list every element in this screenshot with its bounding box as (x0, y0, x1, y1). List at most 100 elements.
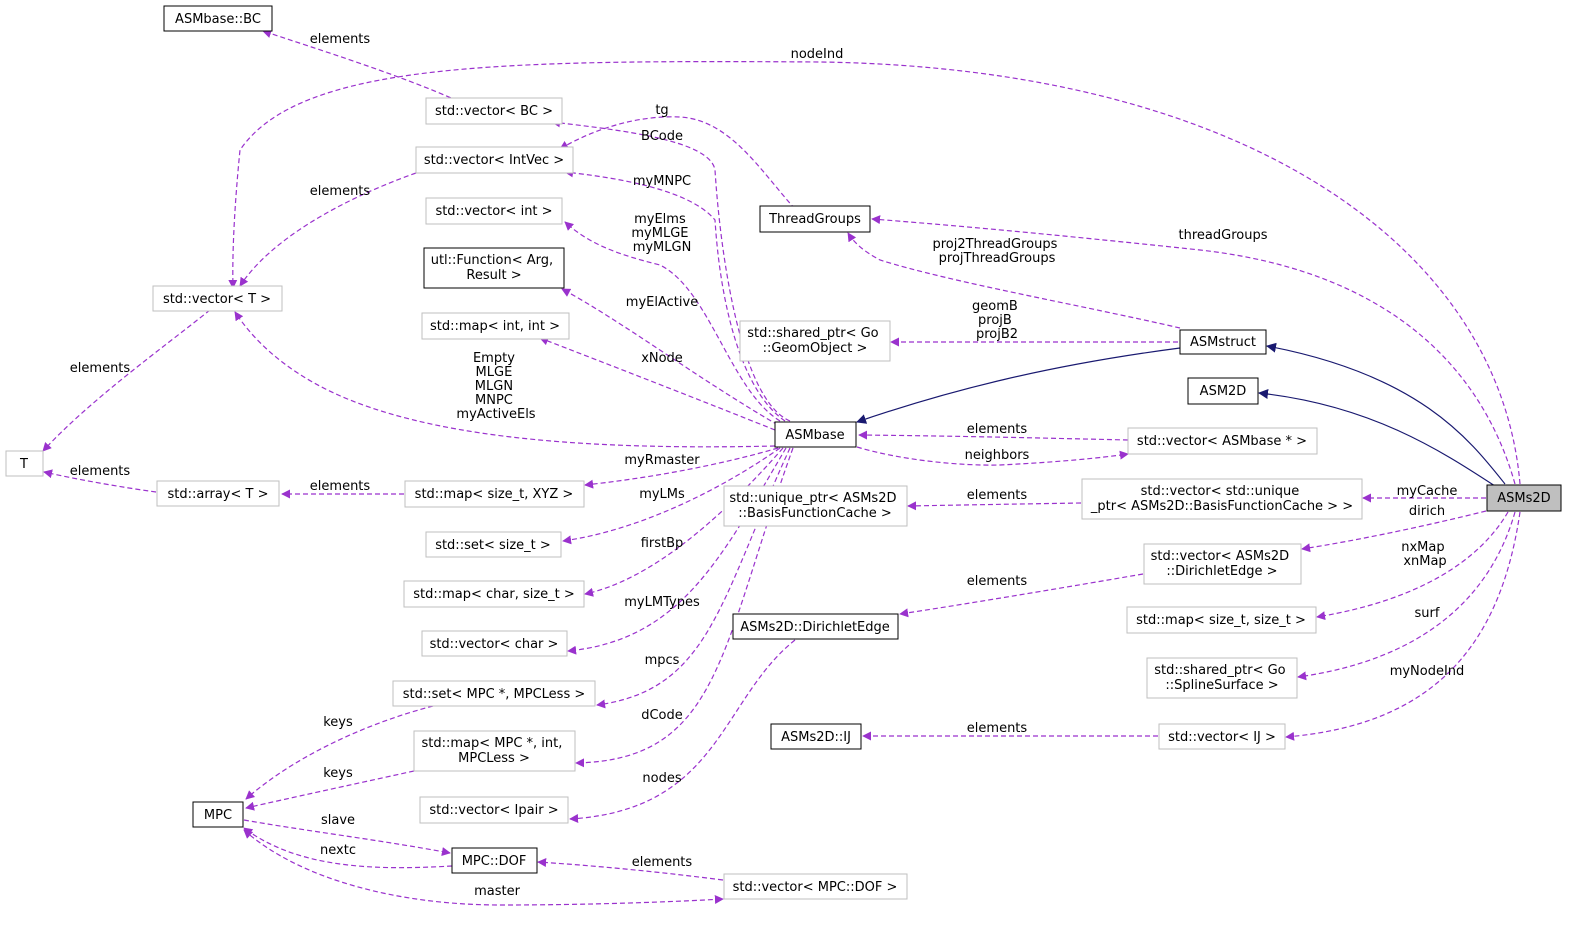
node-vector-ipair[interactable]: std::vector< Ipair > (419, 796, 569, 824)
svg-text:ASMbase::BC: ASMbase::BC (175, 12, 261, 27)
svg-text:std::array< T >: std::array< T > (168, 487, 269, 502)
node-map-mpc-int-mpcless[interactable]: std::map< MPC *, int, MPCLess > (413, 730, 576, 772)
edge-label: myLMs (639, 487, 685, 502)
edge-inherit-asms2d-to-asmstruct (1266, 342, 1506, 485)
edge-label: elements (632, 855, 693, 870)
node-vector-ij[interactable]: std::vector< IJ > (1158, 723, 1286, 750)
svg-text:ASMbase: ASMbase (785, 428, 844, 443)
node-t[interactable]: T (5, 450, 44, 477)
edge-label: myLMTypes (624, 595, 700, 610)
edge-label: threadGroups (1179, 228, 1268, 243)
node-map-sizet-sizet[interactable]: std::map< size_t, size_t > (1126, 606, 1317, 634)
edge-label: surf (1415, 606, 1440, 621)
node-map-int-int[interactable]: std::map< int, int > (421, 312, 570, 340)
edge-label: Empty MLGE MLGN MNPC myActiveEls (456, 351, 535, 422)
node-asms2d[interactable]: ASMs2D (1486, 484, 1562, 512)
node-array-t[interactable]: std::array< T > (156, 480, 280, 507)
svg-text:T: T (19, 457, 28, 472)
node-map-char-sizet[interactable]: std::map< char, size_t > (403, 580, 585, 608)
svg-text:utl::Function< Arg, Re: utl::Function< Arg, Result > (431, 253, 558, 283)
edge-label: myElActive (626, 295, 698, 310)
node-asm2d[interactable]: ASM2D (1187, 377, 1259, 405)
edge-bcode: BCode (551, 118, 791, 422)
edge-label: myRmaster (624, 453, 700, 468)
svg-text:std::vector< IntVec >: std::vector< IntVec > (424, 153, 564, 168)
svg-text:ASMs2D::DirichletEdge: ASMs2D::DirichletEdge (740, 620, 890, 635)
svg-text:std::map< size_t, XYZ >: std::map< size_t, XYZ > (415, 487, 574, 502)
edge-xnode: xNode (539, 336, 776, 431)
edge-label: myNodeInd (1390, 664, 1465, 679)
svg-text:std::vector< char >: std::vector< char > (430, 637, 559, 652)
edge-label: elements (70, 361, 131, 376)
edge-elements-vec-t-to-t: elements (42, 309, 211, 452)
svg-text:ASMstruct: ASMstruct (1190, 335, 1256, 350)
node-vector-bc[interactable]: std::vector< BC > (425, 97, 563, 125)
edge-label: dCode (641, 708, 683, 723)
node-vector-mpc-dof[interactable]: std::vector< MPC::DOF > (723, 873, 908, 900)
edge-nodeInd: nodeInd (228, 47, 1521, 485)
edge-label: geomB projB projB2 (972, 299, 1022, 342)
svg-text:std::vector< MPC::DOF >: std::vector< MPC::DOF > (733, 880, 898, 895)
edge-elements-dirichletedge: elements (899, 573, 1144, 618)
svg-text:std::map< size_t, size_t >: std::map< size_t, size_t > (1136, 613, 1306, 628)
edge-myrmaster: myRmaster (584, 447, 779, 489)
edge-empty-mlge-mlgn-mnpc-myactiveels: Empty MLGE MLGN MNPC myActiveEls (234, 311, 776, 448)
edge-myelactive: myElActive (561, 288, 779, 426)
edge-label: myMNPC (633, 174, 691, 189)
edge-label: elements (967, 488, 1028, 503)
node-asmbase[interactable]: ASMbase (774, 421, 857, 448)
node-set-sizet[interactable]: std::set< size_t > (425, 531, 562, 558)
edge-myelms-mymlge-mymlgn: myElms myMLGE myMLGN (564, 212, 781, 422)
edge-mynodeind: myNodeInd (1285, 511, 1521, 741)
svg-text:ThreadGroups: ThreadGroups (768, 212, 861, 227)
node-set-mpc-mpcless[interactable]: std::set< MPC *, MPCLess > (392, 680, 596, 707)
edge-surf: surf (1297, 511, 1516, 681)
svg-text:MPC: MPC (204, 808, 232, 823)
nodes: ASMbase::BC std::vector< BC > std::vecto… (5, 5, 1562, 900)
edge-label: elements (967, 574, 1028, 589)
node-asmstruct[interactable]: ASMstruct (1179, 329, 1267, 355)
edge-label: elements (310, 32, 371, 47)
node-vector-asmbase-ptr[interactable]: std::vector< ASMbase * > (1127, 427, 1318, 455)
node-vector-unique-ptr-bfc[interactable]: std::vector< std::unique _ptr< ASMs2D::B… (1081, 478, 1363, 520)
svg-text:std::vector< ASMbase * >: std::vector< ASMbase * > (1137, 434, 1307, 449)
edge-elements-uptr-bfc: elements (907, 488, 1082, 511)
svg-text:std::set< size_t >: std::set< size_t > (435, 538, 551, 553)
node-shared-ptr-splinesurface[interactable]: std::shared_ptr< Go ::SplineSurface > (1146, 657, 1298, 699)
node-asms2d-dirichletedge[interactable]: ASMs2D::DirichletEdge (732, 613, 899, 640)
edge-label: BCode (641, 129, 683, 144)
edge-elements-intvec-to-vec-t: elements (239, 172, 417, 287)
edge-mylms: myLMs (562, 447, 781, 545)
node-shared-ptr-geomobject[interactable]: std::shared_ptr< Go ::GeomObject > (739, 320, 891, 362)
edge-nxmap-xnmap: nxMap xnMap (1316, 511, 1509, 621)
node-vector-char[interactable]: std::vector< char > (421, 630, 568, 657)
node-asmbase-bc[interactable]: ASMbase::BC (163, 5, 273, 32)
node-mpc[interactable]: MPC (192, 801, 244, 828)
node-threadgroups[interactable]: ThreadGroups (759, 205, 871, 233)
svg-text:std::set< MPC *, MPCLess >: std::set< MPC *, MPCLess > (403, 687, 586, 702)
node-vector-intvec[interactable]: std::vector< IntVec > (415, 146, 574, 174)
node-mpc-dof[interactable]: MPC::DOF (451, 847, 538, 874)
node-unique-ptr-basisfunctioncache[interactable]: std::unique_ptr< ASMs2D ::BasisFunctionC… (723, 485, 908, 527)
edge-dirich: dirich (1301, 504, 1487, 553)
edge-label: elements (967, 721, 1028, 736)
edge-threadgroups: threadGroups (871, 215, 1516, 485)
svg-text:std::vector< int >: std::vector< int > (435, 204, 552, 219)
svg-text:ASMs2D: ASMs2D (1497, 491, 1550, 506)
edge-keys-set: keys (245, 705, 434, 800)
node-vector-int[interactable]: std::vector< int > (425, 197, 563, 225)
edge-elements-map-xyz-to-array: elements (281, 479, 404, 499)
edge-label: nextc (320, 843, 356, 858)
svg-text:std::vector< std::unique: std::vector< std::unique _ptr< ASMs2D::B… (1090, 484, 1353, 514)
node-map-sizet-xyz[interactable]: std::map< size_t, XYZ > (404, 480, 585, 508)
svg-text:std::map< char, size_t >: std::map< char, size_t > (413, 587, 575, 602)
svg-text:std::vector< IJ >: std::vector< IJ > (1168, 730, 1276, 745)
edge-label: nodes (642, 771, 681, 786)
edge-nodes: nodes (569, 639, 796, 824)
node-vector-dirichletedge[interactable]: std::vector< ASMs2D ::DirichletEdge > (1143, 543, 1302, 585)
node-utl-function[interactable]: utl::Function< Arg, Result > (423, 247, 565, 289)
node-vector-t[interactable]: std::vector< T > (152, 285, 283, 312)
svg-text:std::vector< Ipair >: std::vector< Ipair > (429, 803, 558, 818)
node-asms2d-ij[interactable]: ASMs2D::IJ (770, 723, 862, 750)
edge-mymnpc: myMNPC (564, 168, 786, 422)
